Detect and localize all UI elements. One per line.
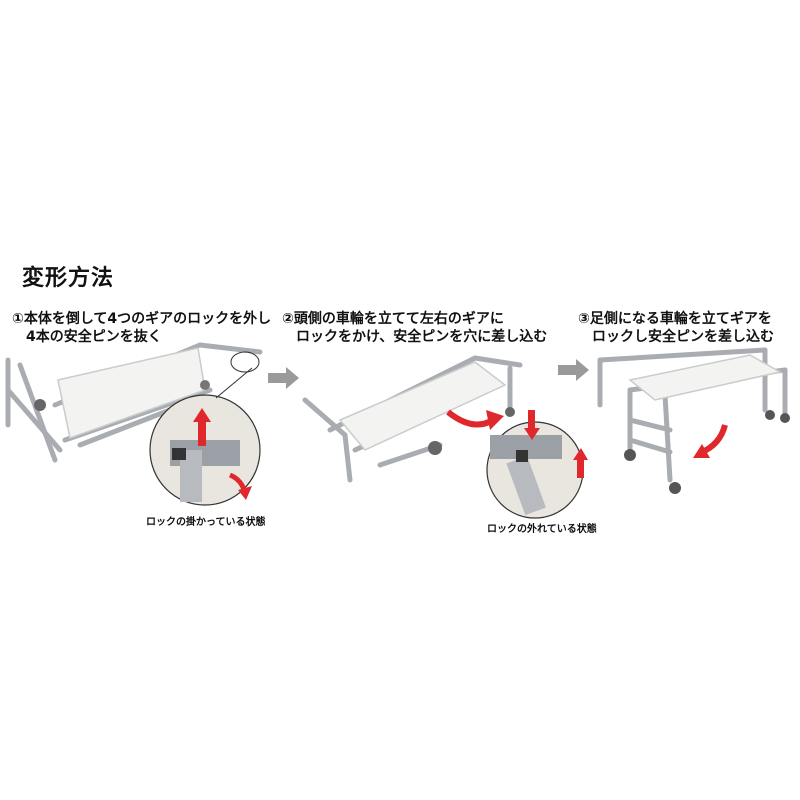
caption-unlocked-state: ロックの外れている状態 (487, 524, 597, 535)
step-3-stretcher-illustration (597, 347, 790, 494)
flow-arrow-1 (268, 367, 299, 389)
step-2-line-2: ロックをかけ、安全ピンを穴に差し込む (296, 329, 548, 345)
step-1-text: ①本体を倒して4つのギアのロックを外し 4本の安全ピンを抜く (12, 310, 271, 346)
step-2-stretcher-illustration (302, 355, 588, 519)
step-2-text: ②頭側の車輪を立てて左右のギアに ロックをかけ、安全ピンを穴に差し込む (282, 310, 547, 346)
step-1-line-1: ①本体を倒して4つのギアのロックを外し (12, 311, 272, 327)
step-3-text: ③足側になる車輪を立てギアを ロックし安全ピンを差し込む (578, 310, 774, 346)
step-1-line-2: 4本の安全ピンを抜く (26, 329, 162, 345)
step-3-line-1: ③足側になる車輪を立てギアを (578, 311, 772, 327)
caption-locked-state: ロックの掛かっている状態 (146, 517, 266, 528)
step-2-line-1: ②頭側の車輪を立てて左右のギアに (282, 311, 504, 327)
page-title: 変形方法 (22, 266, 115, 291)
flow-arrow-2 (558, 359, 589, 381)
step-1-stretcher-illustration (5, 342, 263, 506)
step-3-line-2: ロックし安全ピンを差し込む (592, 329, 774, 345)
